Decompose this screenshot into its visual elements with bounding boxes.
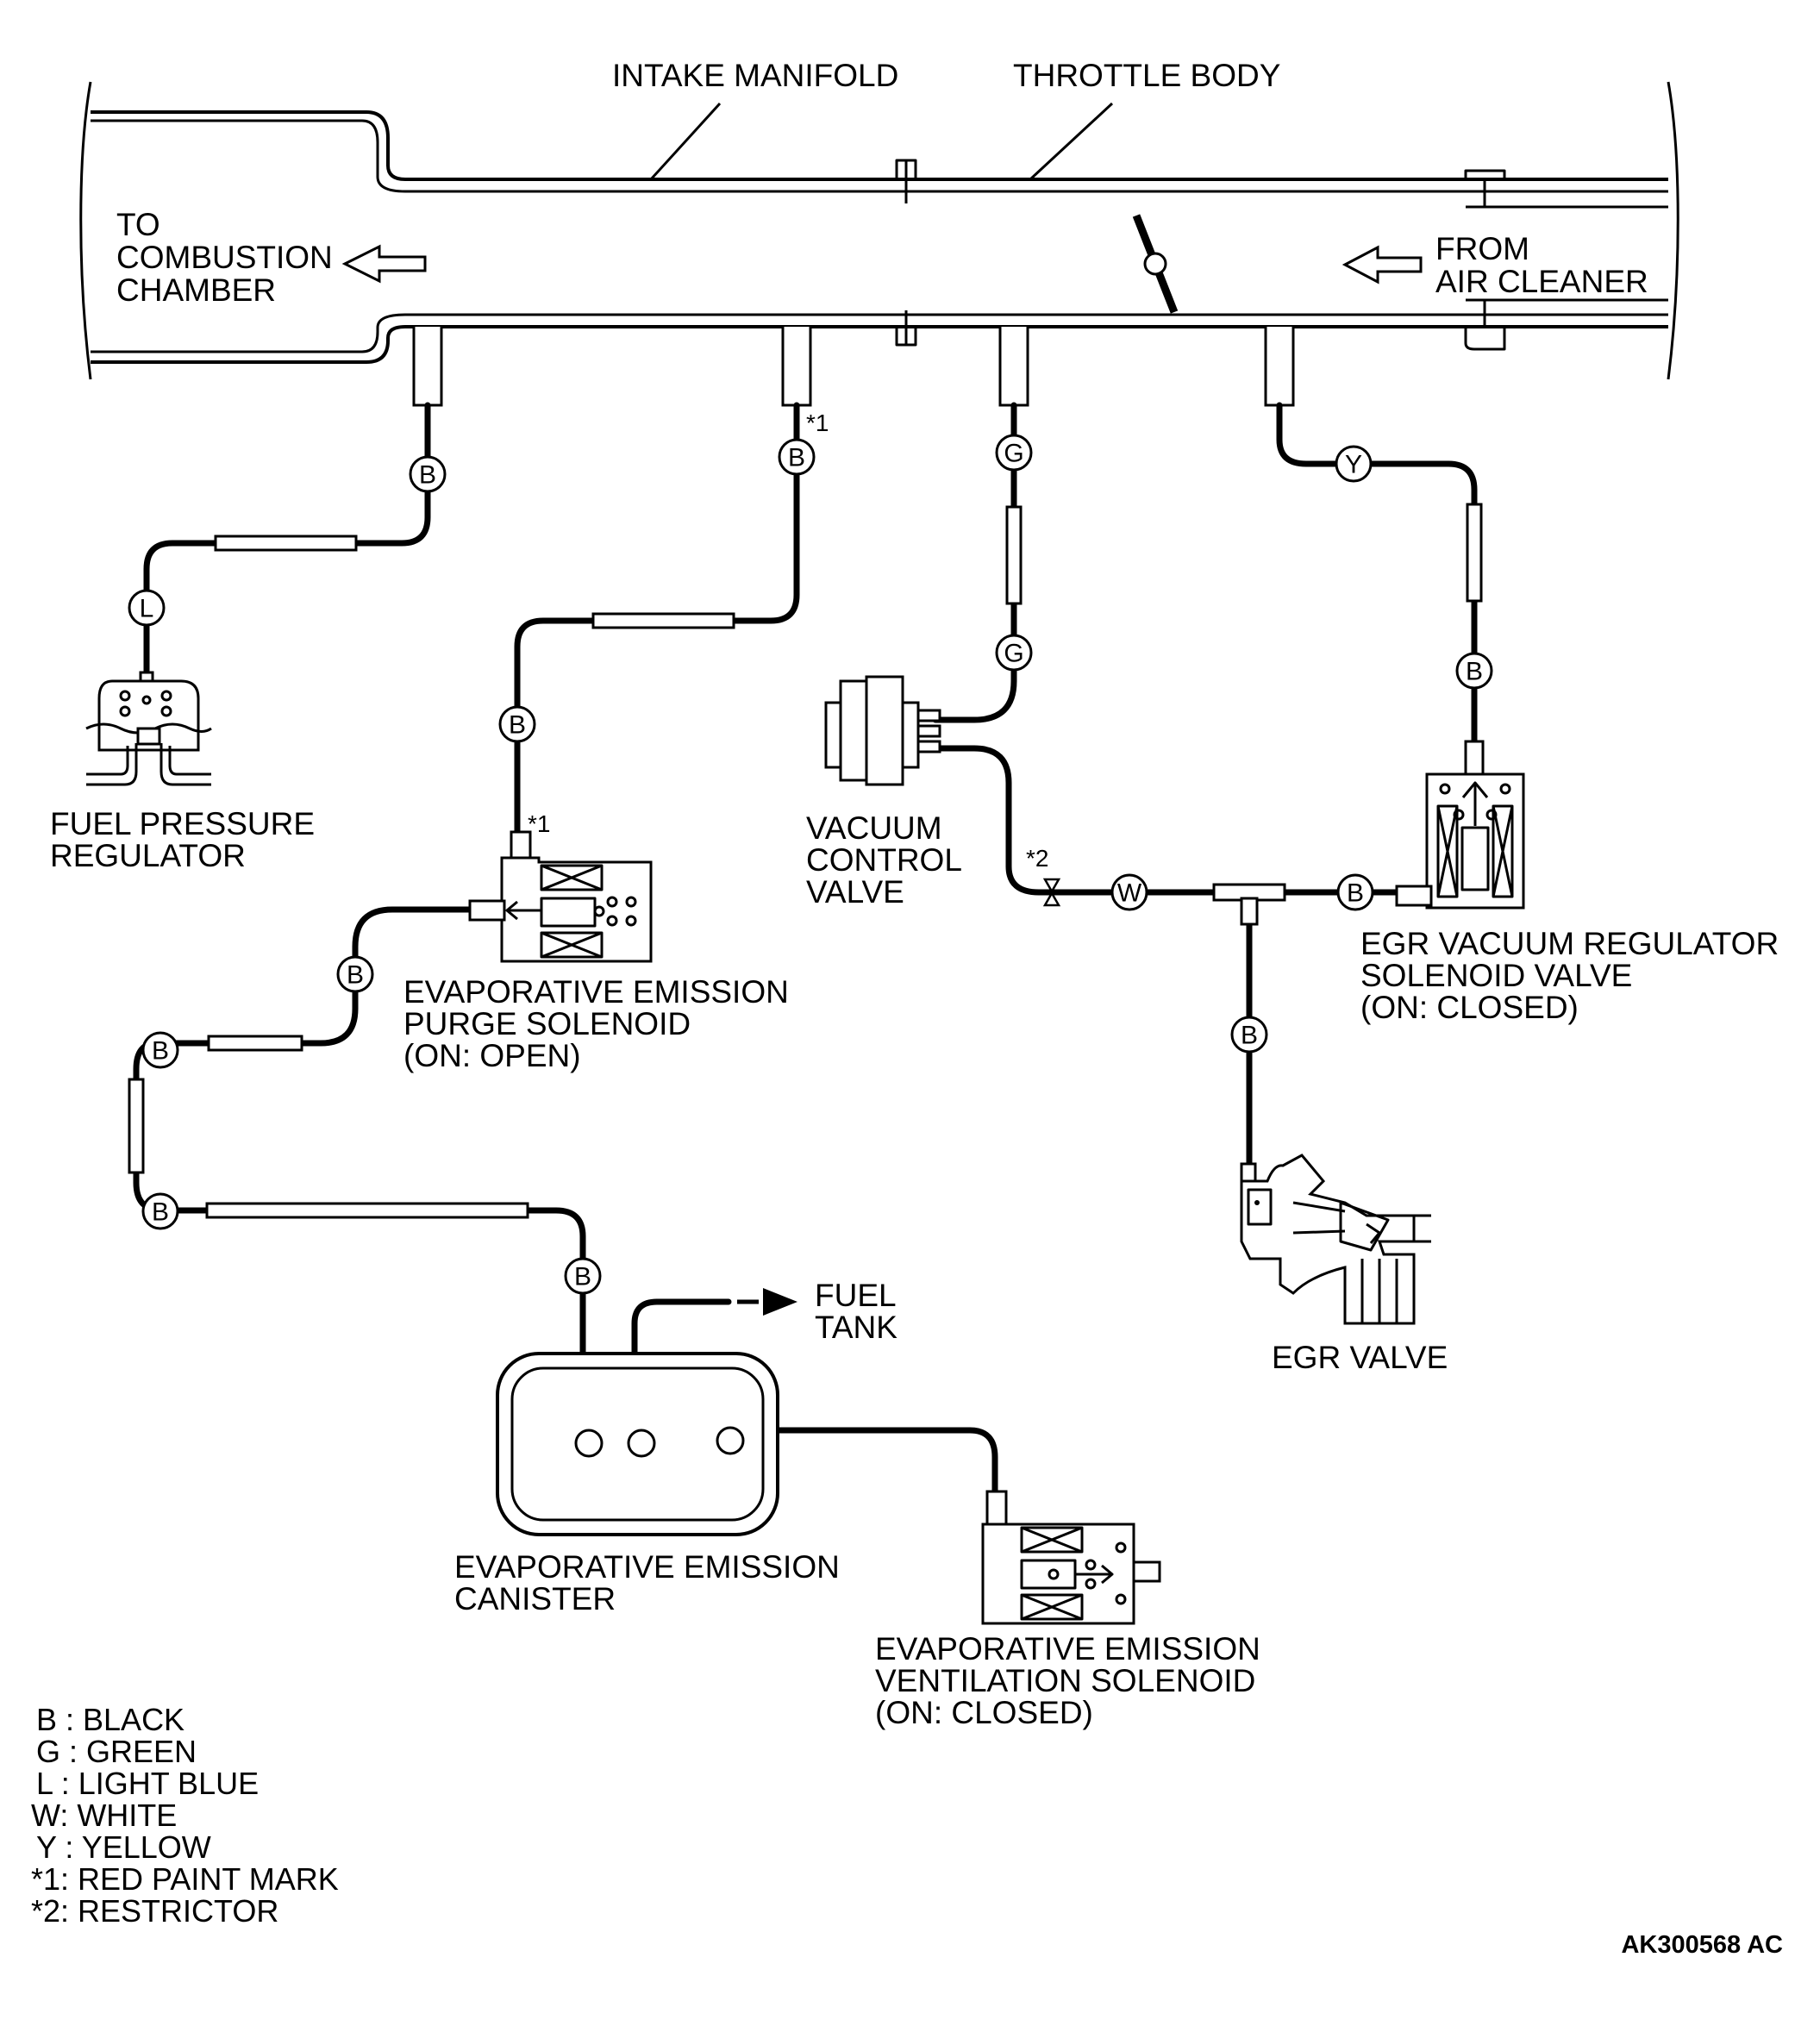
legend: B : BLACK G : GREEN L : LIGHT BLUE W: WH…	[31, 1702, 339, 1929]
legend-item-black: B : BLACK	[36, 1702, 185, 1737]
hose-tag-b-purge-upper: B	[778, 438, 816, 476]
hose-tags: B L B B B B B B G G W B B Y B	[128, 434, 1493, 1295]
to-combustion-line-3: CHAMBER	[116, 272, 276, 308]
ventilation-solenoid-line-2: VENTILATION SOLENOID	[875, 1663, 1255, 1698]
egr-valve-label: EGR VALVE	[1272, 1340, 1448, 1375]
red-paint-note-upper: *1	[806, 410, 829, 436]
hoses	[133, 402, 1478, 1495]
from-air-cleaner-line-2: AIR CLEANER	[1435, 264, 1648, 299]
ventilation-solenoid-line-1: EVAPORATIVE EMISSION	[875, 1631, 1260, 1666]
legend-item-light-blue: L : LIGHT BLUE	[36, 1766, 259, 1801]
vacuum-control-valve-line-1: VACUUM	[806, 810, 942, 846]
legend-item-white: W: WHITE	[31, 1798, 177, 1833]
svg-text:Y: Y	[1345, 451, 1362, 479]
hose-tag-l-regulator: L	[128, 589, 166, 627]
svg-text:G: G	[1004, 640, 1023, 668]
hose-tag-g-lower: G	[995, 634, 1033, 672]
restrictor	[1042, 878, 1061, 907]
egr-solenoid-line-1: EGR VACUUM REGULATOR	[1360, 926, 1779, 961]
hose-tag-b-purge-inlet: B	[498, 705, 536, 743]
ventilation-solenoid-line-3: (ON: CLOSED)	[875, 1695, 1093, 1730]
fuel-tank-line-2: TANK	[815, 1310, 897, 1345]
legend-item-yellow: Y : YELLOW	[36, 1829, 211, 1865]
legend-item-red-paint-mark: *1: RED PAINT MARK	[31, 1861, 339, 1897]
figure-code: AK300568 AC	[1621, 1931, 1783, 1959]
hose-notes: *1 *1 *2	[528, 410, 1048, 872]
hose-tag-b-left-lower: B	[141, 1192, 179, 1230]
evap-ventilation-solenoid	[981, 1490, 1161, 1625]
egr-valve	[1240, 1154, 1431, 1325]
evap-canister	[496, 1352, 779, 1536]
legend-item-restrictor: *2: RESTRICTOR	[31, 1893, 278, 1929]
legend-item-green: G : GREEN	[36, 1734, 197, 1769]
purge-solenoid	[468, 830, 653, 963]
intake-manifold-label: INTAKE MANIFOLD	[612, 58, 898, 93]
throttle-body-label: THROTTLE BODY	[1013, 58, 1280, 93]
to-combustion-line-1: TO	[116, 207, 160, 242]
egr-vacuum-regulator-solenoid	[1395, 740, 1525, 910]
canister-line-2: CANISTER	[454, 1581, 616, 1616]
fuel-pressure-regulator	[85, 671, 212, 786]
hose-tag-y: Y	[1335, 445, 1373, 483]
egr-solenoid-line-3: (ON: CLOSED)	[1360, 990, 1579, 1025]
hose-sleeves	[128, 503, 1483, 1219]
purge-solenoid-line-3: (ON: OPEN)	[403, 1038, 581, 1073]
hose-tag-b-purge-outlet: B	[336, 955, 374, 993]
svg-text:B: B	[347, 961, 364, 990]
t-junction	[1212, 883, 1286, 926]
vacuum-control-valve-line-2: CONTROL	[806, 842, 962, 878]
hose-tag-b-canister: B	[564, 1257, 602, 1295]
svg-text:B: B	[1241, 1022, 1258, 1050]
purge-solenoid-line-1: EVAPORATIVE EMISSION	[403, 974, 789, 1010]
hose-tag-g-upper: G	[995, 434, 1033, 472]
hose-tag-b-regulator: B	[409, 455, 447, 493]
hose-tag-b-left-upper: B	[141, 1031, 179, 1069]
to-combustion-line-2: COMBUSTION	[116, 240, 333, 275]
canister-line-1: EVAPORATIVE EMISSION	[454, 1549, 840, 1585]
svg-text:W: W	[1117, 879, 1142, 908]
intake-duct	[79, 81, 1679, 380]
svg-text:B: B	[1347, 879, 1364, 908]
svg-text:B: B	[152, 1037, 169, 1066]
hose-tag-b-egr-solenoid-top: B	[1455, 652, 1493, 690]
purge-solenoid-line-2: PURGE SOLENOID	[403, 1006, 691, 1041]
from-air-cleaner-line-1: FROM	[1435, 231, 1529, 266]
svg-text:B: B	[419, 461, 436, 490]
svg-text:B: B	[509, 711, 526, 740]
vacuum-control-valve	[824, 675, 941, 786]
egr-solenoid-line-2: SOLENOID VALVE	[1360, 958, 1632, 993]
fuel-pressure-regulator-line-2: REGULATOR	[50, 838, 246, 873]
fuel-pressure-regulator-line-1: FUEL PRESSURE	[50, 806, 315, 841]
svg-text:B: B	[152, 1198, 169, 1227]
red-paint-note-lower: *1	[528, 810, 550, 837]
svg-text:B: B	[788, 444, 805, 472]
component-labels: INTAKE MANIFOLD THROTTLE BODY TO COMBUST…	[50, 58, 1779, 1730]
duct-nipples	[412, 327, 1295, 407]
svg-text:B: B	[1466, 658, 1483, 686]
hose-tag-w: W	[1110, 873, 1148, 911]
svg-text:L: L	[140, 595, 154, 623]
svg-text:B: B	[574, 1263, 591, 1291]
hose-tag-b-egr-valve: B	[1230, 1016, 1268, 1054]
svg-text:G: G	[1004, 440, 1023, 468]
fuel-tank-line-1: FUEL	[815, 1278, 897, 1313]
vacuum-control-valve-line-3: VALVE	[806, 874, 904, 910]
restrictor-note: *2	[1026, 845, 1048, 872]
hose-tag-b-egr-solenoid-inlet: B	[1336, 873, 1374, 911]
